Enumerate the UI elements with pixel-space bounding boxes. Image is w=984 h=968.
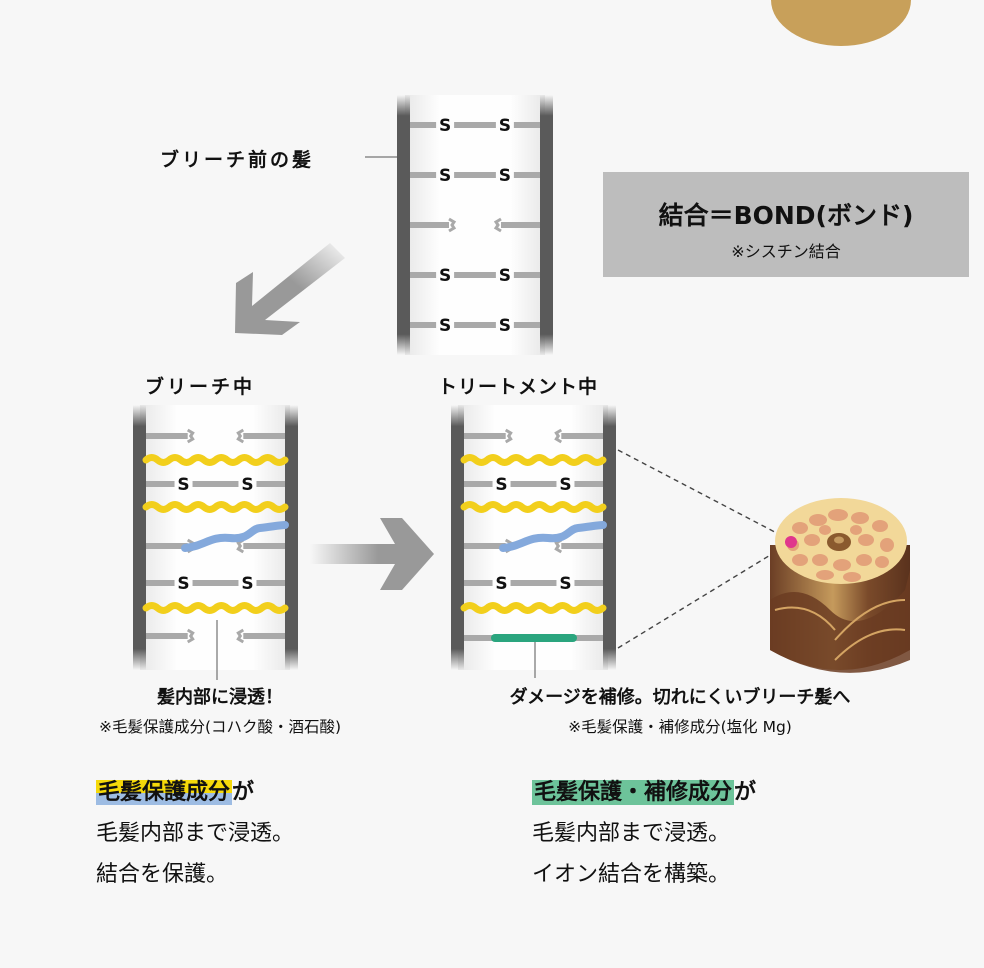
- left-line3: 結合を保護。: [96, 862, 229, 887]
- frayed-end-icon: [236, 428, 245, 444]
- yellow-protective-chain: [142, 454, 289, 466]
- left-line2: 毛髪内部まで浸透。: [96, 821, 295, 846]
- yellow-protective-chain: [460, 602, 607, 614]
- yellow-protective-chain: [142, 602, 289, 614]
- treatment-caption-sub: ※毛髪保護・補修成分(塩化 Mg): [568, 718, 792, 736]
- sulfur-label: S: [241, 475, 253, 495]
- right-line1-rest: が: [734, 780, 757, 805]
- sulfur-label: S: [439, 316, 451, 336]
- yellow-protective-chain: [142, 501, 289, 513]
- bond-box-subtitle: ※シスチン結合: [731, 242, 841, 261]
- cortex-cells: [787, 509, 894, 582]
- label-during-treatment: トリートメント中: [438, 376, 599, 398]
- pink-dot: [785, 536, 797, 548]
- sulfur-label: S: [559, 574, 571, 594]
- sulfur-label: S: [499, 166, 511, 186]
- left-line1-rest: が: [232, 780, 255, 805]
- frayed-end-icon: [554, 538, 563, 554]
- left-description: 毛髪保護成分が 毛髪内部まで浸透。 結合を保護。: [96, 772, 294, 895]
- frayed-end-icon: [448, 217, 457, 233]
- yellow-protective-chain: [460, 501, 607, 513]
- frayed-end-icon: [554, 428, 563, 444]
- sulfur-label: S: [439, 266, 451, 286]
- sulfur-label: S: [241, 574, 253, 594]
- sulfur-label: S: [177, 475, 189, 495]
- hair-cross-section-illustration: [770, 0, 911, 673]
- bond-box-title: 結合＝BOND(ボンド): [658, 201, 914, 230]
- bleach-caption-sub: ※毛髪保護成分(コハク酸・酒石酸): [98, 718, 342, 736]
- right-line2: 毛髪内部まで浸透。: [532, 821, 731, 846]
- blue-protective-chain: [499, 521, 607, 552]
- bleach-caption: 髪内部に浸透！ ※毛髪保護成分(コハク酸・酒石酸): [20, 683, 420, 737]
- frayed-end-icon: [504, 428, 513, 444]
- left-highlight: 毛髪保護成分: [96, 780, 233, 805]
- sulfur-label: S: [177, 574, 189, 594]
- right-line3: イオン結合を構築。: [532, 862, 731, 887]
- sulfur-label: S: [495, 475, 507, 495]
- sulfur-label: S: [499, 316, 511, 336]
- bleach-caption-main: 髪内部に浸透！: [157, 687, 283, 708]
- rail-right: [540, 95, 553, 355]
- frayed-end-icon: [236, 628, 245, 644]
- yellow-protective-chain: [460, 454, 607, 466]
- ladder-treatment: [451, 405, 616, 670]
- sulfur-label: S: [499, 116, 511, 136]
- right-highlight: 毛髪保護・補修成分: [532, 780, 735, 805]
- label-before-bleach: ブリーチ前の髪: [160, 149, 315, 171]
- sulfur-label: S: [439, 166, 451, 186]
- treatment-caption-main: ダメージを補修。切れにくいブリーチ髪へ: [509, 687, 851, 708]
- rail-left: [397, 95, 410, 355]
- right-description: 毛髪保護・補修成分が 毛髪内部まで浸透。 イオン結合を構築。: [532, 772, 756, 895]
- sulfur-label: S: [559, 475, 571, 495]
- right-arrow-icon: [310, 518, 434, 590]
- blue-protective-chain: [181, 521, 289, 552]
- treatment-caption: ダメージを補修。切れにくいブリーチ髪へ ※毛髪保護・補修成分(塩化 Mg): [430, 683, 930, 737]
- sulfur-label: S: [495, 574, 507, 594]
- frayed-end-icon: [493, 217, 502, 233]
- sulfur-label: S: [439, 116, 451, 136]
- label-during-bleach: ブリーチ中: [145, 376, 256, 398]
- frayed-end-icon: [186, 628, 195, 644]
- zoom-line-bottom: [617, 542, 791, 649]
- diagonal-arrow-icon: [235, 243, 345, 335]
- frayed-end-icon: [236, 538, 245, 554]
- bond-info-box: 結合＝BOND(ボンド) ※シスチン結合: [603, 172, 969, 277]
- zoom-line-top: [617, 449, 791, 541]
- sulfur-label: S: [499, 266, 511, 286]
- frayed-end-icon: [186, 428, 195, 444]
